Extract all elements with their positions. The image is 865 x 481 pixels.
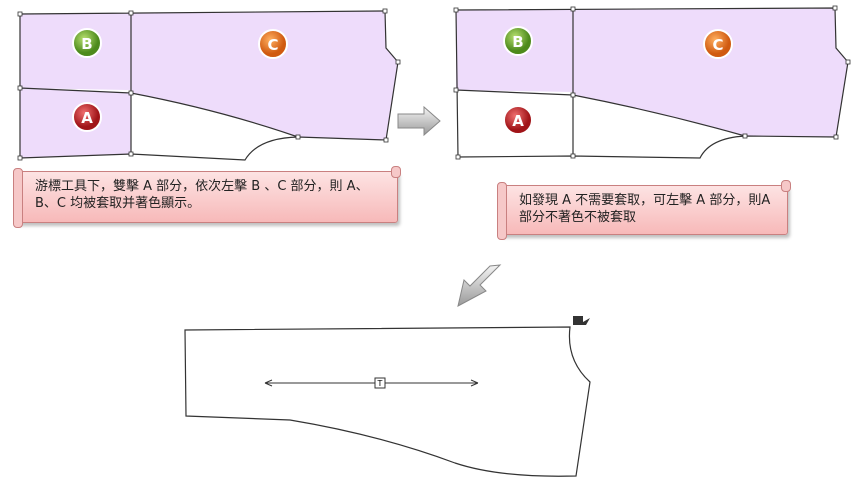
svg-text:A: A [512,112,524,130]
note-step1: 游標工具下，雙擊 A 部分，依次左擊 B 、C 部分，則 A、B、C 均被套取并… [13,166,401,228]
cursor-icon [573,316,590,325]
note-text: 如發現 A 不需要套取，可左擊 A 部分，則A 部分不著色不被套取 [519,193,771,225]
region-c [573,8,848,137]
badge-b-left: B [72,28,102,58]
badge-a-right: A [503,105,533,135]
badge-b-right: B [503,26,533,56]
pattern-left [17,8,401,161]
result-pattern: T [184,316,591,477]
svg-text:C: C [267,36,278,54]
note-step2: 如發現 A 不需要套取，可左擊 A 部分，則A 部分不著色不被套取 [497,180,791,240]
badge-c-left: C [258,29,288,59]
region-c [131,11,398,140]
grainline [264,379,479,387]
badge-a-left: A [72,102,102,132]
arrow-right-icon [397,105,441,137]
svg-text:C: C [712,36,723,54]
arrow-down-left-icon [457,264,502,307]
svg-text:B: B [512,33,523,51]
svg-text:B: B [81,35,92,53]
badge-c-right: C [703,29,733,59]
text-marker: T [377,379,383,388]
svg-text:A: A [81,109,93,127]
note-text: 游標工具下，雙擊 A 部分，依次左擊 B 、C 部分，則 A、B、C 均被套取并… [35,179,369,211]
